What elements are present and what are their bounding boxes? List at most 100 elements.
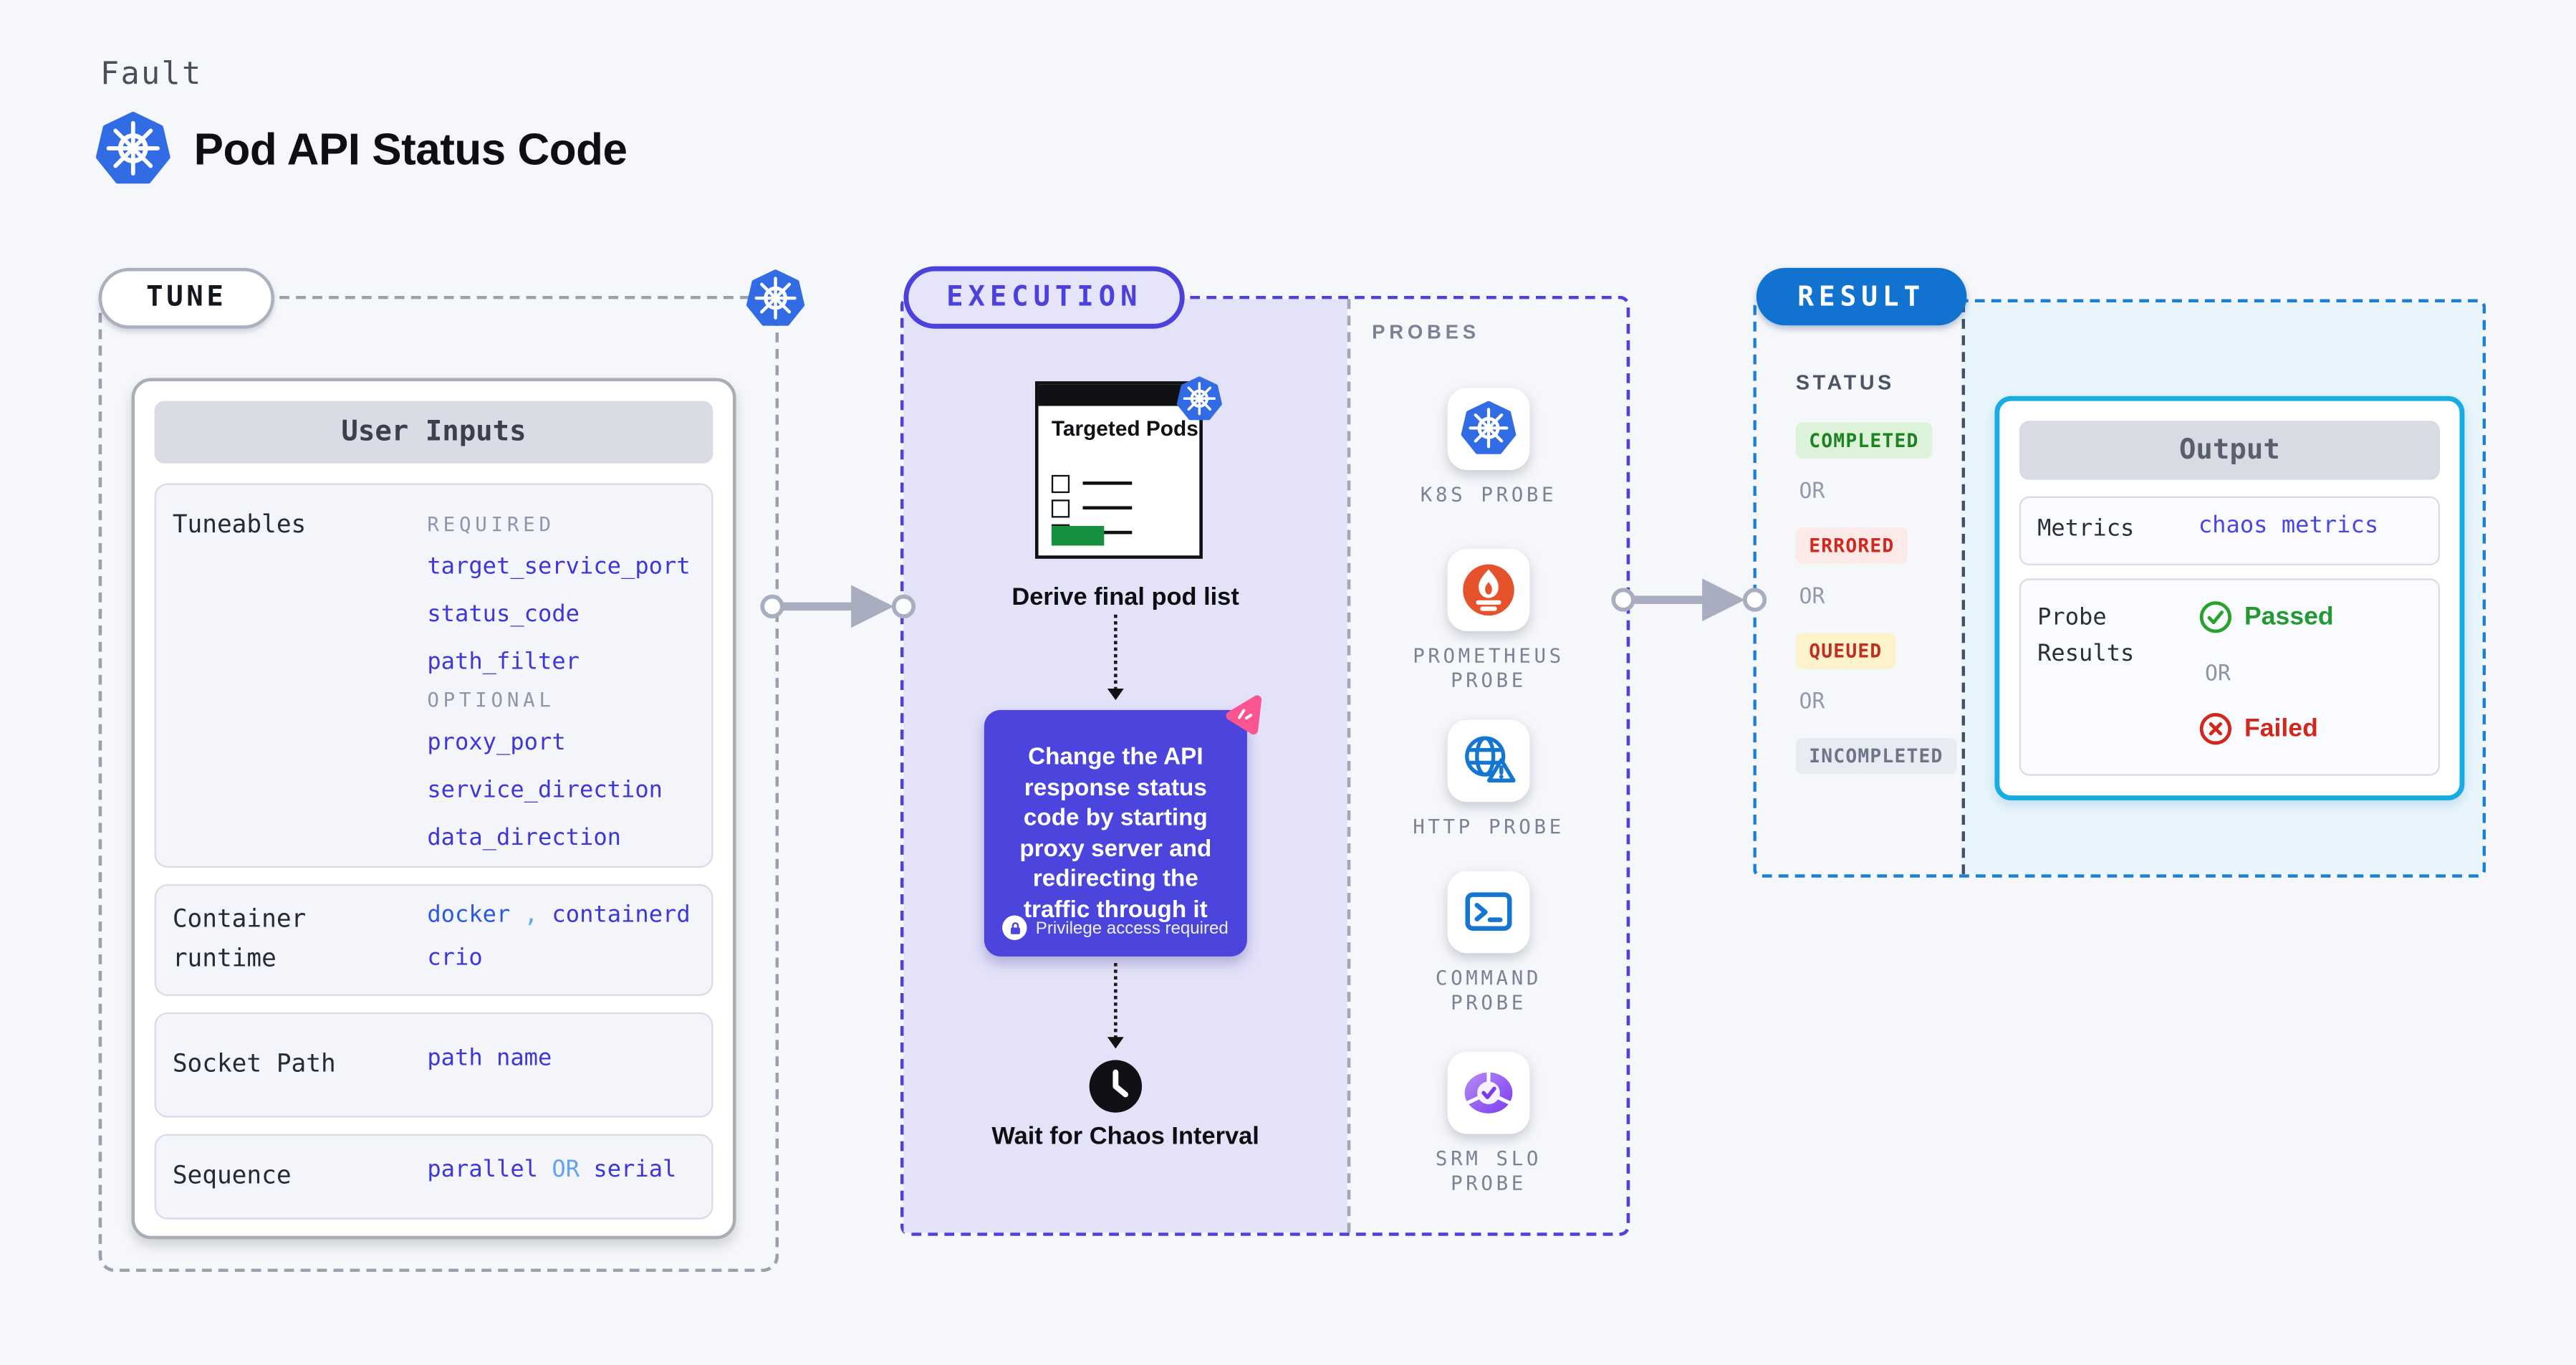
flow-down-arrow xyxy=(1107,963,1124,1049)
targeted-pods-illustration: Targeted Pods xyxy=(1034,381,1203,559)
optional-label: OPTIONAL xyxy=(427,689,555,712)
or-label: OR xyxy=(1799,690,1825,715)
sequence-or: OR xyxy=(552,1156,580,1184)
wait-chaos-interval-caption: Wait for Chaos Interval xyxy=(991,1122,1259,1151)
status-label: STATUS xyxy=(1795,371,1895,395)
checkbox-icon xyxy=(1051,474,1070,494)
metrics-value: chaos metrics xyxy=(2198,512,2379,540)
probe-label: SRM SLO PROBE xyxy=(1435,1146,1542,1195)
tuneable-target-service-port: target_service_port xyxy=(427,553,691,580)
tuneable-path-filter: path_filter xyxy=(427,648,580,676)
execution-section: Targeted Pods Derive final pod list Chan… xyxy=(900,266,1630,1236)
tune-section-label: TUNE xyxy=(98,267,274,329)
sequence-serial: serial xyxy=(593,1156,677,1184)
status-badge-completed: COMPLETED xyxy=(1795,422,1932,459)
tuneable-data-direction: data_direction xyxy=(427,825,622,852)
runtime-separator: , xyxy=(524,902,539,929)
metrics-row: Metrics chaos metrics xyxy=(2019,496,2440,565)
failed-text: Failed xyxy=(2244,714,2318,742)
or-label: OR xyxy=(1799,479,1825,505)
k8s-probe-card xyxy=(1447,388,1530,470)
x-circle-icon xyxy=(2199,713,2232,745)
fault-action-card: Change the API response status code by s… xyxy=(984,695,1262,957)
status-badge-incompleted: INCOMPLETED xyxy=(1795,737,1956,775)
probe-label: K8S PROBE xyxy=(1420,483,1557,507)
tuneable-proxy-port: proxy_port xyxy=(427,729,566,757)
output-panel: Output Metrics chaos metrics Probe Resul… xyxy=(1961,302,2483,875)
tuneable-status-code: status_code xyxy=(427,601,580,628)
metrics-label: Metrics xyxy=(2037,516,2135,542)
runtime-crio: crio xyxy=(427,944,483,972)
check-circle-icon xyxy=(2199,601,2232,633)
sequence-label: Sequence xyxy=(172,1160,292,1190)
socket-path-value: path name xyxy=(427,1045,552,1072)
socket-path-label: Socket Path xyxy=(172,1048,336,1078)
probe-label: HTTP PROBE xyxy=(1413,815,1565,838)
passed-result: Passed xyxy=(2198,600,2334,634)
targeted-pods-title: Targeted Pods xyxy=(1051,416,1198,441)
tuneables-row: Tuneables REQUIRED target_service_port s… xyxy=(154,483,713,868)
execution-flow-area: Targeted Pods Derive final pod list Chan… xyxy=(903,299,1347,1233)
probe-label: PROMETHEUS PROBE xyxy=(1413,644,1565,692)
kubernetes-icon xyxy=(746,269,805,337)
lock-icon xyxy=(1002,915,1028,940)
privilege-note: Privilege access required xyxy=(984,915,1247,940)
tuneable-service-direction: service_direction xyxy=(427,777,663,804)
result-section-label: RESULT xyxy=(1756,267,1966,326)
probe-label: COMMAND PROBE xyxy=(1435,966,1542,1015)
status-badge-errored: ERRORED xyxy=(1795,527,1908,564)
probe-results-row: Probe Results Passed OR xyxy=(2019,578,2440,776)
flow-down-arrow xyxy=(1107,614,1124,701)
command-probe-card xyxy=(1447,871,1530,954)
or-label: OR xyxy=(1799,585,1825,610)
page-title: Pod API Status Code xyxy=(193,125,628,175)
kubernetes-icon xyxy=(1461,401,1517,457)
list-line xyxy=(1082,482,1133,486)
container-runtime-label: Container runtime xyxy=(172,904,307,973)
sequence-row: Sequence parallel OR serial xyxy=(154,1134,713,1220)
required-label: REQUIRED xyxy=(427,512,555,536)
sequence-value: parallel OR serial xyxy=(427,1157,676,1184)
output-header: Output xyxy=(2019,421,2440,480)
clock-icon xyxy=(1087,1058,1143,1122)
srm-slo-probe-card xyxy=(1447,1051,1530,1134)
probes-panel: PROBES K8S PROBE PROMETHEUS PROBE xyxy=(1347,299,1627,1233)
user-inputs-card: User Inputs Tuneables REQUIRED target_se… xyxy=(131,378,736,1240)
list-line xyxy=(1082,530,1133,535)
arrow-execution-to-result xyxy=(1611,578,1767,621)
fault-eyebrow: Fault xyxy=(100,55,203,92)
prometheus-probe-card xyxy=(1447,549,1530,631)
execution-section-label: EXECUTION xyxy=(903,266,1185,329)
status-badge-queued: QUEUED xyxy=(1795,633,1895,669)
list-line xyxy=(1082,506,1133,510)
kubernetes-icon xyxy=(95,112,171,196)
arrow-tune-to-execution xyxy=(760,585,916,628)
container-runtime-values-line1: docker , containerd xyxy=(427,902,690,929)
fault-description: Change the API response status code by s… xyxy=(1019,744,1212,923)
tune-section: TUNE User Inputs Tuneables REQUIRED targ… xyxy=(98,267,779,1273)
failed-result: Failed xyxy=(2198,712,2318,746)
checkbox-icon xyxy=(1051,499,1070,518)
passed-text: Passed xyxy=(2244,602,2334,631)
progress-bar xyxy=(1051,525,1105,546)
terminal-icon xyxy=(1465,892,1512,931)
litmus-chaos-icon xyxy=(1222,694,1265,744)
derive-pod-list-caption: Derive final pod list xyxy=(1011,583,1239,612)
window-bar xyxy=(1038,384,1200,406)
sequence-parallel: parallel xyxy=(427,1156,539,1184)
probe-results-label: Probe Results xyxy=(2037,605,2135,668)
probes-panel-label: PROBES xyxy=(1372,320,1480,344)
container-runtime-row: Container runtime docker , containerd cr… xyxy=(154,883,713,996)
prometheus-icon xyxy=(1463,564,1514,616)
slo-pie-check-icon xyxy=(1464,1072,1513,1113)
tuneables-label: Tuneables xyxy=(172,509,307,540)
output-card: Output Metrics chaos metrics Probe Resul… xyxy=(1994,396,2465,800)
runtime-docker: docker xyxy=(427,902,511,929)
result-section: STATUS COMPLETED OR ERRORED OR QUEUED OR… xyxy=(1753,299,2486,878)
user-inputs-header: User Inputs xyxy=(154,401,713,464)
status-column: STATUS COMPLETED OR ERRORED OR QUEUED OR… xyxy=(1756,302,1962,874)
privilege-note-text: Privilege access required xyxy=(1035,917,1229,938)
http-probe-card xyxy=(1447,719,1530,803)
globe-warning-icon xyxy=(1465,736,1516,782)
